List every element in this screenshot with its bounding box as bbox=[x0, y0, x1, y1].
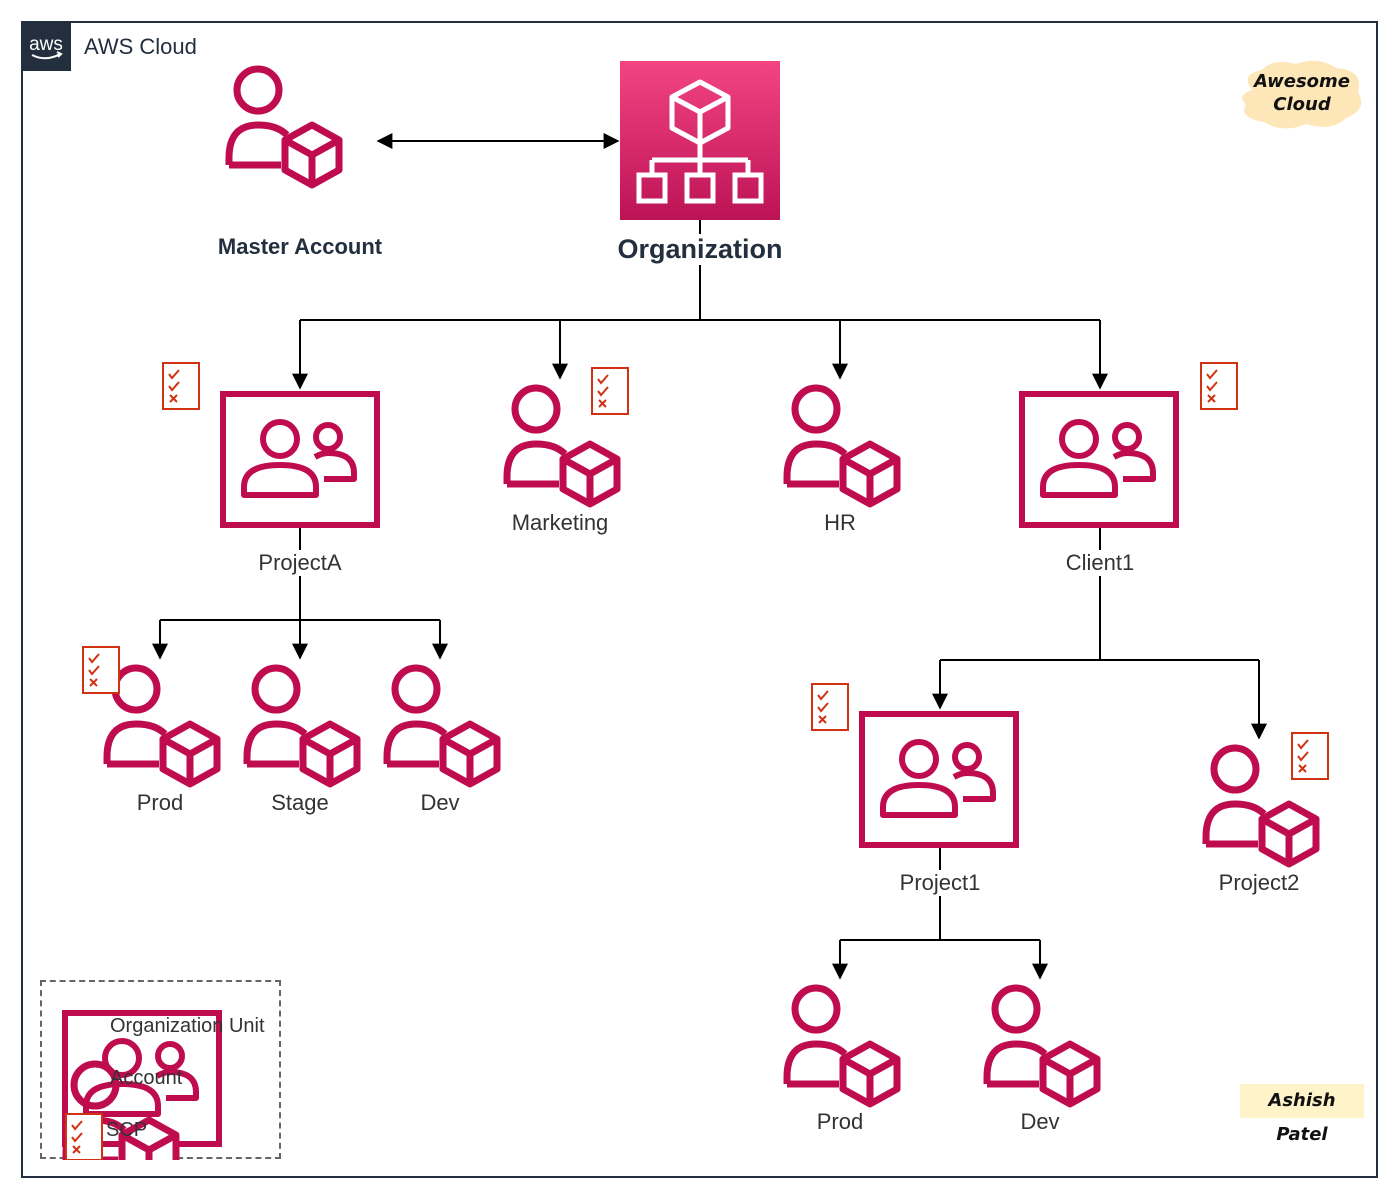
legend-scp-icon bbox=[65, 1113, 103, 1160]
account-project1-dev-label: Dev bbox=[1018, 1109, 1062, 1135]
brand-cloud-icon bbox=[1242, 60, 1362, 129]
aws-cloud-title: AWS Cloud bbox=[84, 34, 197, 59]
master-account-icon bbox=[229, 69, 339, 185]
scp-client1-icon bbox=[1200, 362, 1238, 410]
account-projecta-stage-icon bbox=[247, 668, 357, 784]
legend: Organization Unit Account SCP bbox=[40, 980, 281, 1160]
legend-scp-label: SCP bbox=[106, 1119, 148, 1141]
ou-client1-icon bbox=[1022, 394, 1176, 525]
account-project2-label: Project2 bbox=[1216, 870, 1302, 896]
ou-projecta-icon bbox=[223, 394, 377, 525]
brand-tag: Awesome Cloud bbox=[1240, 70, 1364, 128]
scp-projecta-prod-icon bbox=[82, 646, 120, 694]
aws-logo-icon: aws bbox=[21, 21, 71, 71]
account-projecta-prod-label: Prod bbox=[134, 790, 186, 816]
account-projecta-dev-label: Dev bbox=[418, 790, 462, 816]
brand-tag-line2: Cloud bbox=[1273, 94, 1331, 115]
ou-client1-label: Client1 bbox=[1063, 550, 1137, 576]
svg-text:aws: aws bbox=[29, 34, 63, 55]
organization-icon bbox=[620, 61, 780, 220]
account-hr-icon bbox=[787, 388, 897, 504]
ou-project1-icon bbox=[862, 714, 1016, 845]
master-account-label: Master Account bbox=[215, 234, 385, 260]
scp-projecta-icon bbox=[162, 362, 200, 410]
organization-label: Organization bbox=[615, 234, 785, 265]
account-projecta-stage-label: Stage bbox=[269, 790, 331, 816]
account-hr-label: HR bbox=[822, 510, 858, 536]
ou-project1-label: Project1 bbox=[897, 870, 983, 896]
account-projecta-prod-icon bbox=[107, 668, 217, 784]
brand-tag-line1: Awesome bbox=[1253, 71, 1350, 92]
account-project1-prod-icon bbox=[787, 988, 897, 1104]
legend-account-label: Account bbox=[110, 1067, 183, 1089]
scp-marketing-icon bbox=[591, 367, 629, 415]
account-projecta-dev-icon bbox=[387, 668, 497, 784]
aws-cloud-frame bbox=[21, 21, 1378, 1178]
account-marketing-label: Marketing bbox=[509, 510, 611, 536]
scp-project1-icon bbox=[811, 683, 849, 731]
account-project1-prod-label: Prod bbox=[814, 1109, 866, 1135]
ou-projecta-label: ProjectA bbox=[256, 550, 344, 576]
account-project1-dev-icon bbox=[987, 988, 1097, 1104]
legend-ou-label: Organization Unit bbox=[110, 1015, 265, 1037]
scp-project2-icon bbox=[1291, 732, 1329, 780]
author-tag: Ashish Patel bbox=[1240, 1084, 1364, 1145]
